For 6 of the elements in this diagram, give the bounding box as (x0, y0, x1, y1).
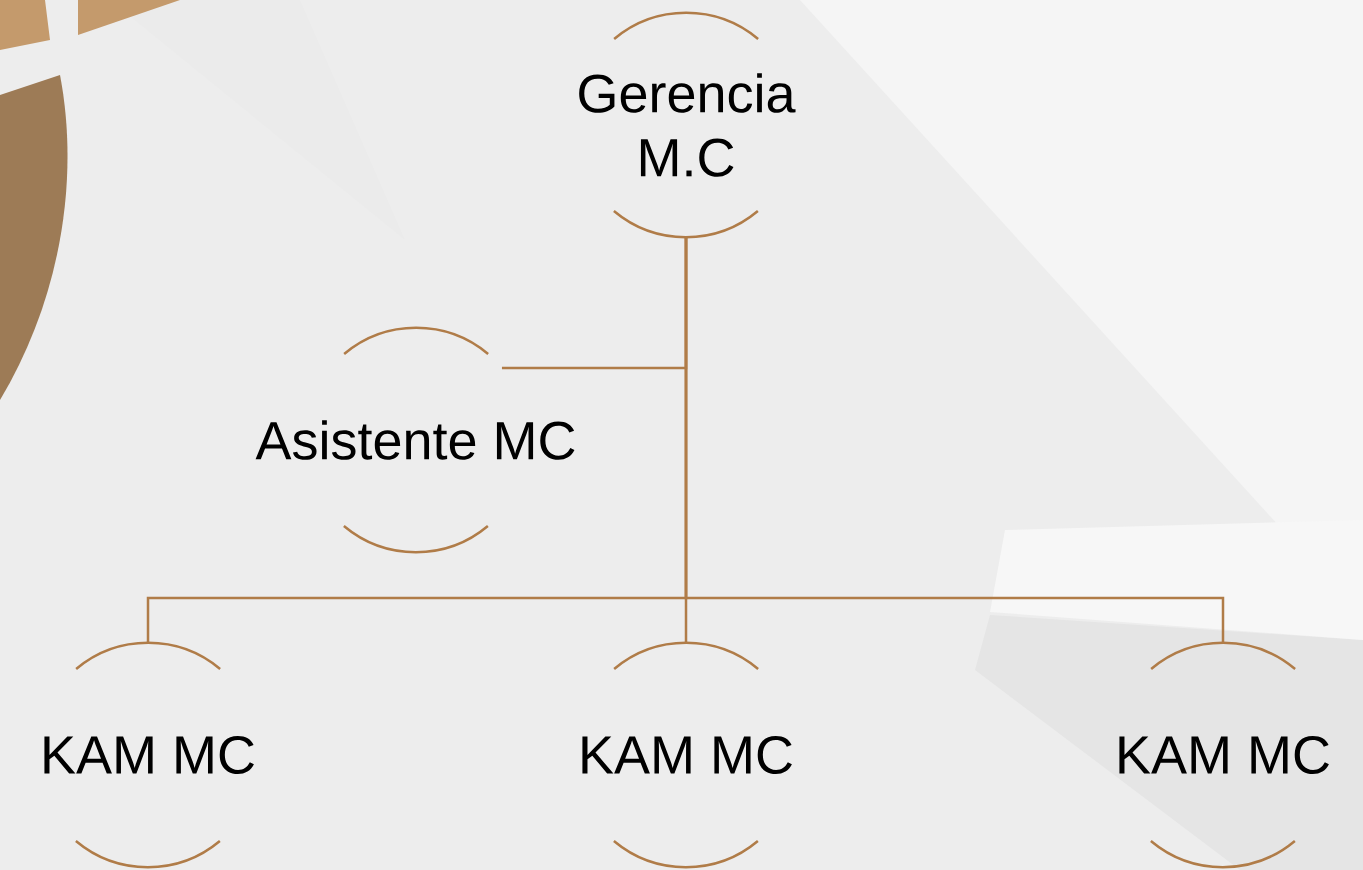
circle-node: KAM MC (1119, 641, 1329, 869)
circle-node: KAM MC (582, 641, 792, 869)
circle-node: Gerencia M.C (579, 11, 796, 239)
circle-node: Asistente MC (255, 326, 575, 554)
connector-line (684, 237, 1225, 643)
circle-node: KAM MC (44, 641, 254, 869)
